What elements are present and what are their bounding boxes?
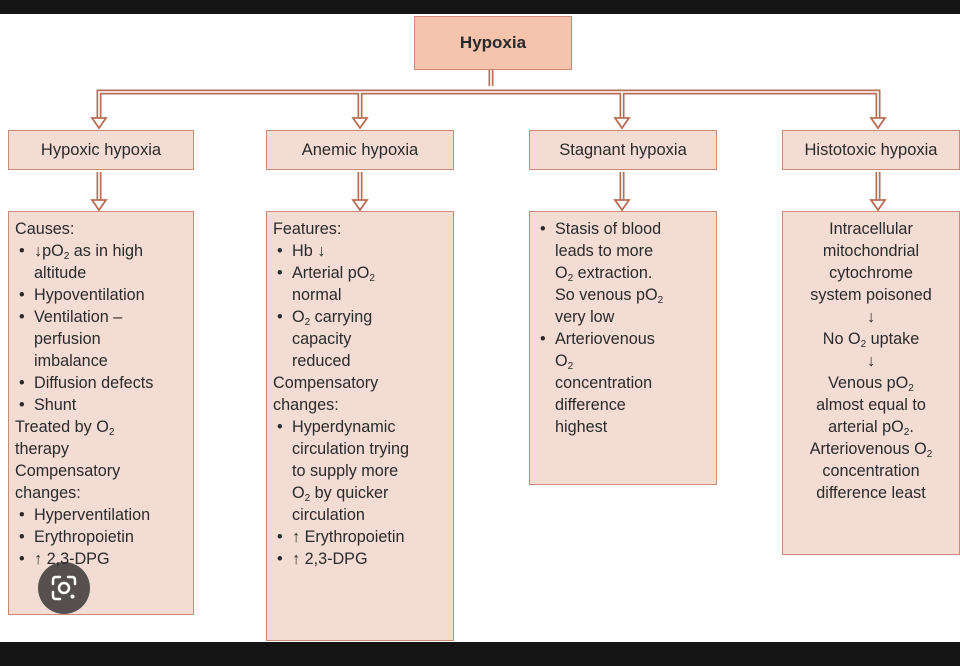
detail-line: changes:: [15, 484, 81, 502]
detail-line: Arteriovenous: [536, 328, 710, 350]
detail-box-hypoxic: Causes: ↓pO2 as in high altitudeHypoventil…: [8, 211, 194, 615]
root-label: Hypoxia: [459, 33, 527, 52]
detail-line: ↑ 2,3-DPG: [273, 548, 447, 570]
detail-line: Hyperdynamic: [273, 416, 447, 438]
detail-line: highest: [555, 418, 608, 436]
branch-header-stagnant: Stagnant hypoxia: [529, 130, 717, 170]
detail-line: Compensatory: [273, 374, 379, 392]
detail-line: concentration: [555, 374, 653, 392]
detail-line: to supply more: [292, 462, 399, 480]
detail-line: circulation: [292, 506, 365, 524]
connector-lines: [90, 70, 887, 212]
detail-line: arterial pO2.: [828, 418, 914, 438]
branch-header-anemic: Anemic hypoxia: [266, 130, 454, 170]
detail-line: So venous pO2: [555, 286, 664, 306]
detail-line: leads to more: [555, 242, 654, 260]
detail-line: ↓: [866, 352, 876, 370]
detail-line: system poisoned: [810, 286, 932, 304]
detail-line: Hypoventilation: [15, 284, 187, 306]
detail-line: circulation trying: [292, 440, 409, 458]
detail-line: ↓pO2 as in high: [15, 240, 187, 262]
root-node-hypoxia: Hypoxia: [414, 16, 572, 70]
detail-line: imbalance: [34, 352, 108, 370]
detail-line: Arteriovenous O2: [809, 440, 933, 460]
google-lens-icon[interactable]: [38, 562, 90, 614]
detail-line: Hyperventilation: [15, 504, 187, 526]
detail-line: Diffusion defects: [15, 372, 187, 394]
detail-line: Ventilation –: [15, 306, 187, 328]
detail-line: Compensatory: [15, 462, 121, 480]
detail-line: Intracellular: [829, 220, 913, 238]
detail-line: changes:: [273, 396, 339, 414]
detail-box-histotoxic: Intracellular mitochondrial cytochrome syst…: [782, 211, 960, 555]
detail-line: very low: [555, 308, 615, 326]
detail-line: difference least: [816, 484, 926, 502]
detail-line: normal: [292, 286, 342, 304]
detail-line: concentration: [822, 462, 920, 480]
detail-line: ↓: [866, 308, 876, 326]
bottom-bar: [0, 642, 960, 666]
detail-line: capacity: [292, 330, 352, 348]
detail-line: difference: [555, 396, 626, 414]
detail-box-stagnant: Stasis of blood leads to more O2 extractio…: [529, 211, 717, 485]
detail-box-anemic: Features: Hb ↓Arterial pO2 normal O2 carryi…: [266, 211, 454, 641]
detail-line: almost equal to: [816, 396, 926, 414]
detail-line: O2 carrying: [273, 306, 447, 328]
detail-line: Features:: [273, 220, 342, 238]
detail-line: Hb ↓: [273, 240, 447, 262]
detail-line: O2 by quicker: [292, 484, 389, 504]
detail-line: Causes:: [15, 220, 75, 238]
detail-line: O2: [555, 352, 574, 372]
detail-line: reduced: [292, 352, 351, 370]
detail-line: Shunt: [15, 394, 187, 416]
detail-line: altitude: [34, 264, 87, 282]
detail-line: therapy: [15, 440, 69, 458]
detail-line: O2 extraction.: [555, 264, 653, 284]
branch-title: Anemic hypoxia: [301, 140, 419, 159]
detail-line: Arterial pO2: [273, 262, 447, 284]
branch-title: Histotoxic hypoxia: [804, 140, 938, 159]
detail-line: No O2 uptake: [822, 330, 920, 350]
detail-line: Erythropoietin: [15, 526, 187, 548]
diagram-canvas: Hypoxia Hypoxic hypoxia Anemic hypoxia S…: [0, 14, 960, 642]
detail-line: Venous pO2: [828, 374, 914, 394]
detail-line: cytochrome: [829, 264, 913, 282]
branch-title: Stagnant hypoxia: [559, 140, 687, 159]
detail-line: mitochondrial: [822, 242, 920, 260]
detail-line: ↑ Erythropoietin: [273, 526, 447, 548]
branch-header-hypoxic: Hypoxic hypoxia: [8, 130, 194, 170]
detail-line: perfusion: [34, 330, 101, 348]
detail-line: Treated by O2: [15, 418, 115, 438]
branch-title: Hypoxic hypoxia: [40, 140, 162, 159]
branch-header-histotoxic: Histotoxic hypoxia: [782, 130, 960, 170]
detail-line: Stasis of blood: [536, 218, 710, 240]
detail-line: ↑ 2,3-DPG: [15, 548, 187, 570]
